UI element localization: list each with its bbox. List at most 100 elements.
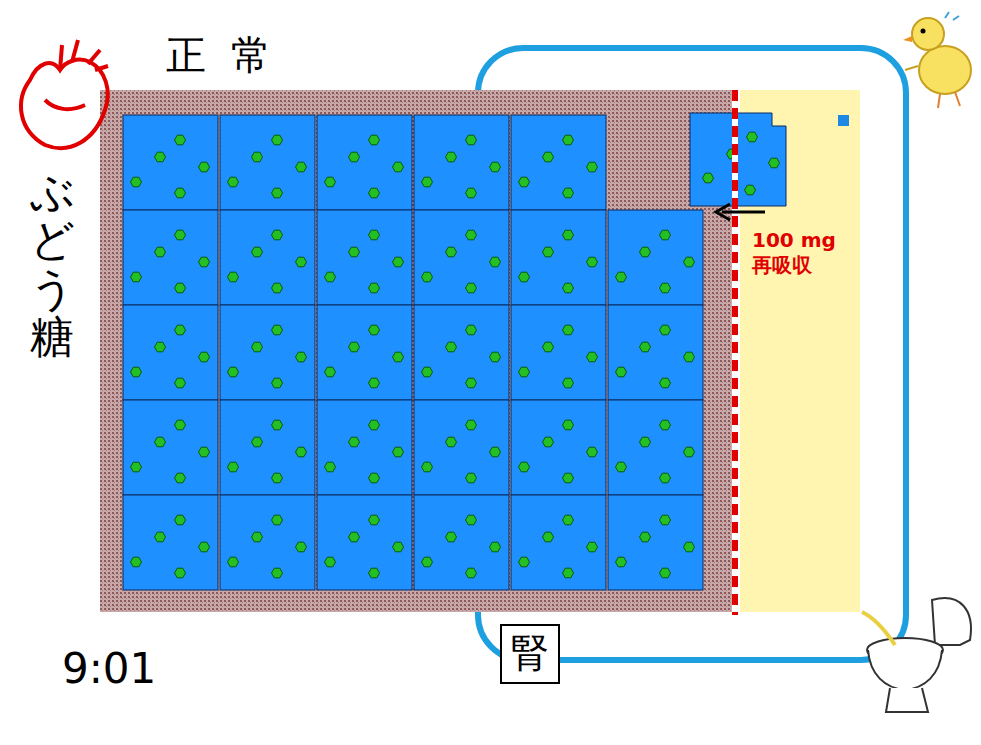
glucose-molecule (155, 532, 166, 542)
membrane (732, 90, 738, 615)
glucose-block (317, 305, 412, 400)
glucose-molecule (660, 473, 671, 483)
glucose-molecule (519, 367, 530, 377)
glucose-molecule (296, 542, 307, 552)
toilet-icon (867, 598, 971, 712)
glucose-molecule (466, 378, 477, 388)
glucose-molecule (296, 352, 307, 362)
glucose-molecule (228, 367, 239, 377)
glucose-molecule (660, 378, 671, 388)
small-square (838, 115, 849, 126)
glucose-molecule (543, 152, 554, 162)
glucose-molecule (587, 352, 598, 362)
reabsorb-label: 100 mg 再吸収 (752, 228, 852, 278)
glucose-molecule (490, 257, 501, 267)
glucose-molecule (369, 230, 380, 240)
glucose-molecule (175, 230, 186, 240)
glucose-molecule (563, 568, 574, 578)
glucose-molecule (660, 568, 671, 578)
glucose-molecule (369, 473, 380, 483)
glucose-block (608, 305, 703, 400)
glucose-molecule (155, 247, 166, 257)
glucose-molecule (175, 473, 186, 483)
glucose-molecule (272, 515, 283, 525)
kidney-loop (478, 48, 906, 660)
glucose-molecule (703, 173, 714, 183)
glucose-block (511, 305, 606, 400)
glucose-molecule (519, 557, 530, 567)
glucose-molecule (587, 162, 598, 172)
glucose-molecule (519, 272, 530, 282)
glucose-molecule (684, 447, 695, 457)
glucose-block (123, 210, 218, 305)
glucose-molecule (175, 283, 186, 293)
glucose-molecule (272, 420, 283, 430)
glucose-molecule (272, 473, 283, 483)
glucose-block (414, 210, 509, 305)
glucose-block (608, 495, 703, 590)
glucose-block (317, 400, 412, 495)
glucose-molecule (745, 185, 756, 195)
glucose-molecule (252, 152, 263, 162)
glucose-molecule (175, 135, 186, 145)
glucose-molecule (349, 532, 360, 542)
chick-icon (903, 12, 971, 108)
glucose-molecule (393, 162, 404, 172)
glucose-molecule (543, 342, 554, 352)
glucose-molecule (446, 152, 457, 162)
box-text: 腎 (511, 633, 549, 675)
glucose-molecule (369, 135, 380, 145)
glucose-block (511, 400, 606, 495)
glucose-molecule (563, 378, 574, 388)
glucose-molecule (393, 447, 404, 457)
glucose-molecule (199, 447, 210, 457)
glucose-molecule (393, 257, 404, 267)
glucose-molecule (616, 272, 627, 282)
glucose-molecule (422, 557, 433, 567)
glucose-molecule (325, 462, 336, 472)
glucose-molecule (684, 257, 695, 267)
glucose-block (317, 210, 412, 305)
glucose-molecule (616, 462, 627, 472)
glucose-molecule (563, 420, 574, 430)
glucose-molecule (369, 283, 380, 293)
glucose-block (414, 115, 509, 210)
glucose-molecule (466, 420, 477, 430)
glucose-molecule (446, 342, 457, 352)
glucose-block (317, 495, 412, 590)
glucose-block (220, 210, 315, 305)
glucose-block (317, 115, 412, 210)
glucose-block (414, 495, 509, 590)
glucose-molecule (543, 437, 554, 447)
glucose-molecule (175, 568, 186, 578)
glucose-molecule (228, 462, 239, 472)
glucose-molecule (563, 325, 574, 335)
glucose-molecule (563, 135, 574, 145)
glucose-molecule (490, 542, 501, 552)
glucose-molecule (616, 367, 627, 377)
vertical-label: ぶどう糖 (30, 168, 74, 362)
glucose-molecule (175, 515, 186, 525)
glucose-molecule (131, 462, 142, 472)
glucose-molecule (199, 352, 210, 362)
glucose-molecule (587, 542, 598, 552)
glucose-molecule (422, 272, 433, 282)
glucose-molecule (393, 542, 404, 552)
glucose-molecule (349, 437, 360, 447)
glucose-molecule (369, 515, 380, 525)
glucose-block (220, 305, 315, 400)
glucose-molecule (296, 257, 307, 267)
glucose-molecule (252, 342, 263, 352)
glucose-molecule (466, 230, 477, 240)
glucose-molecule (640, 342, 651, 352)
glucose-molecule (325, 177, 336, 187)
glucose-block (220, 495, 315, 590)
glucose-block (608, 210, 703, 305)
glucose-molecule (199, 542, 210, 552)
glucose-molecule (296, 447, 307, 457)
glucose-block (123, 115, 218, 210)
arrow-head (716, 204, 730, 220)
glucose-molecule (466, 325, 477, 335)
glucose-molecule (660, 283, 671, 293)
